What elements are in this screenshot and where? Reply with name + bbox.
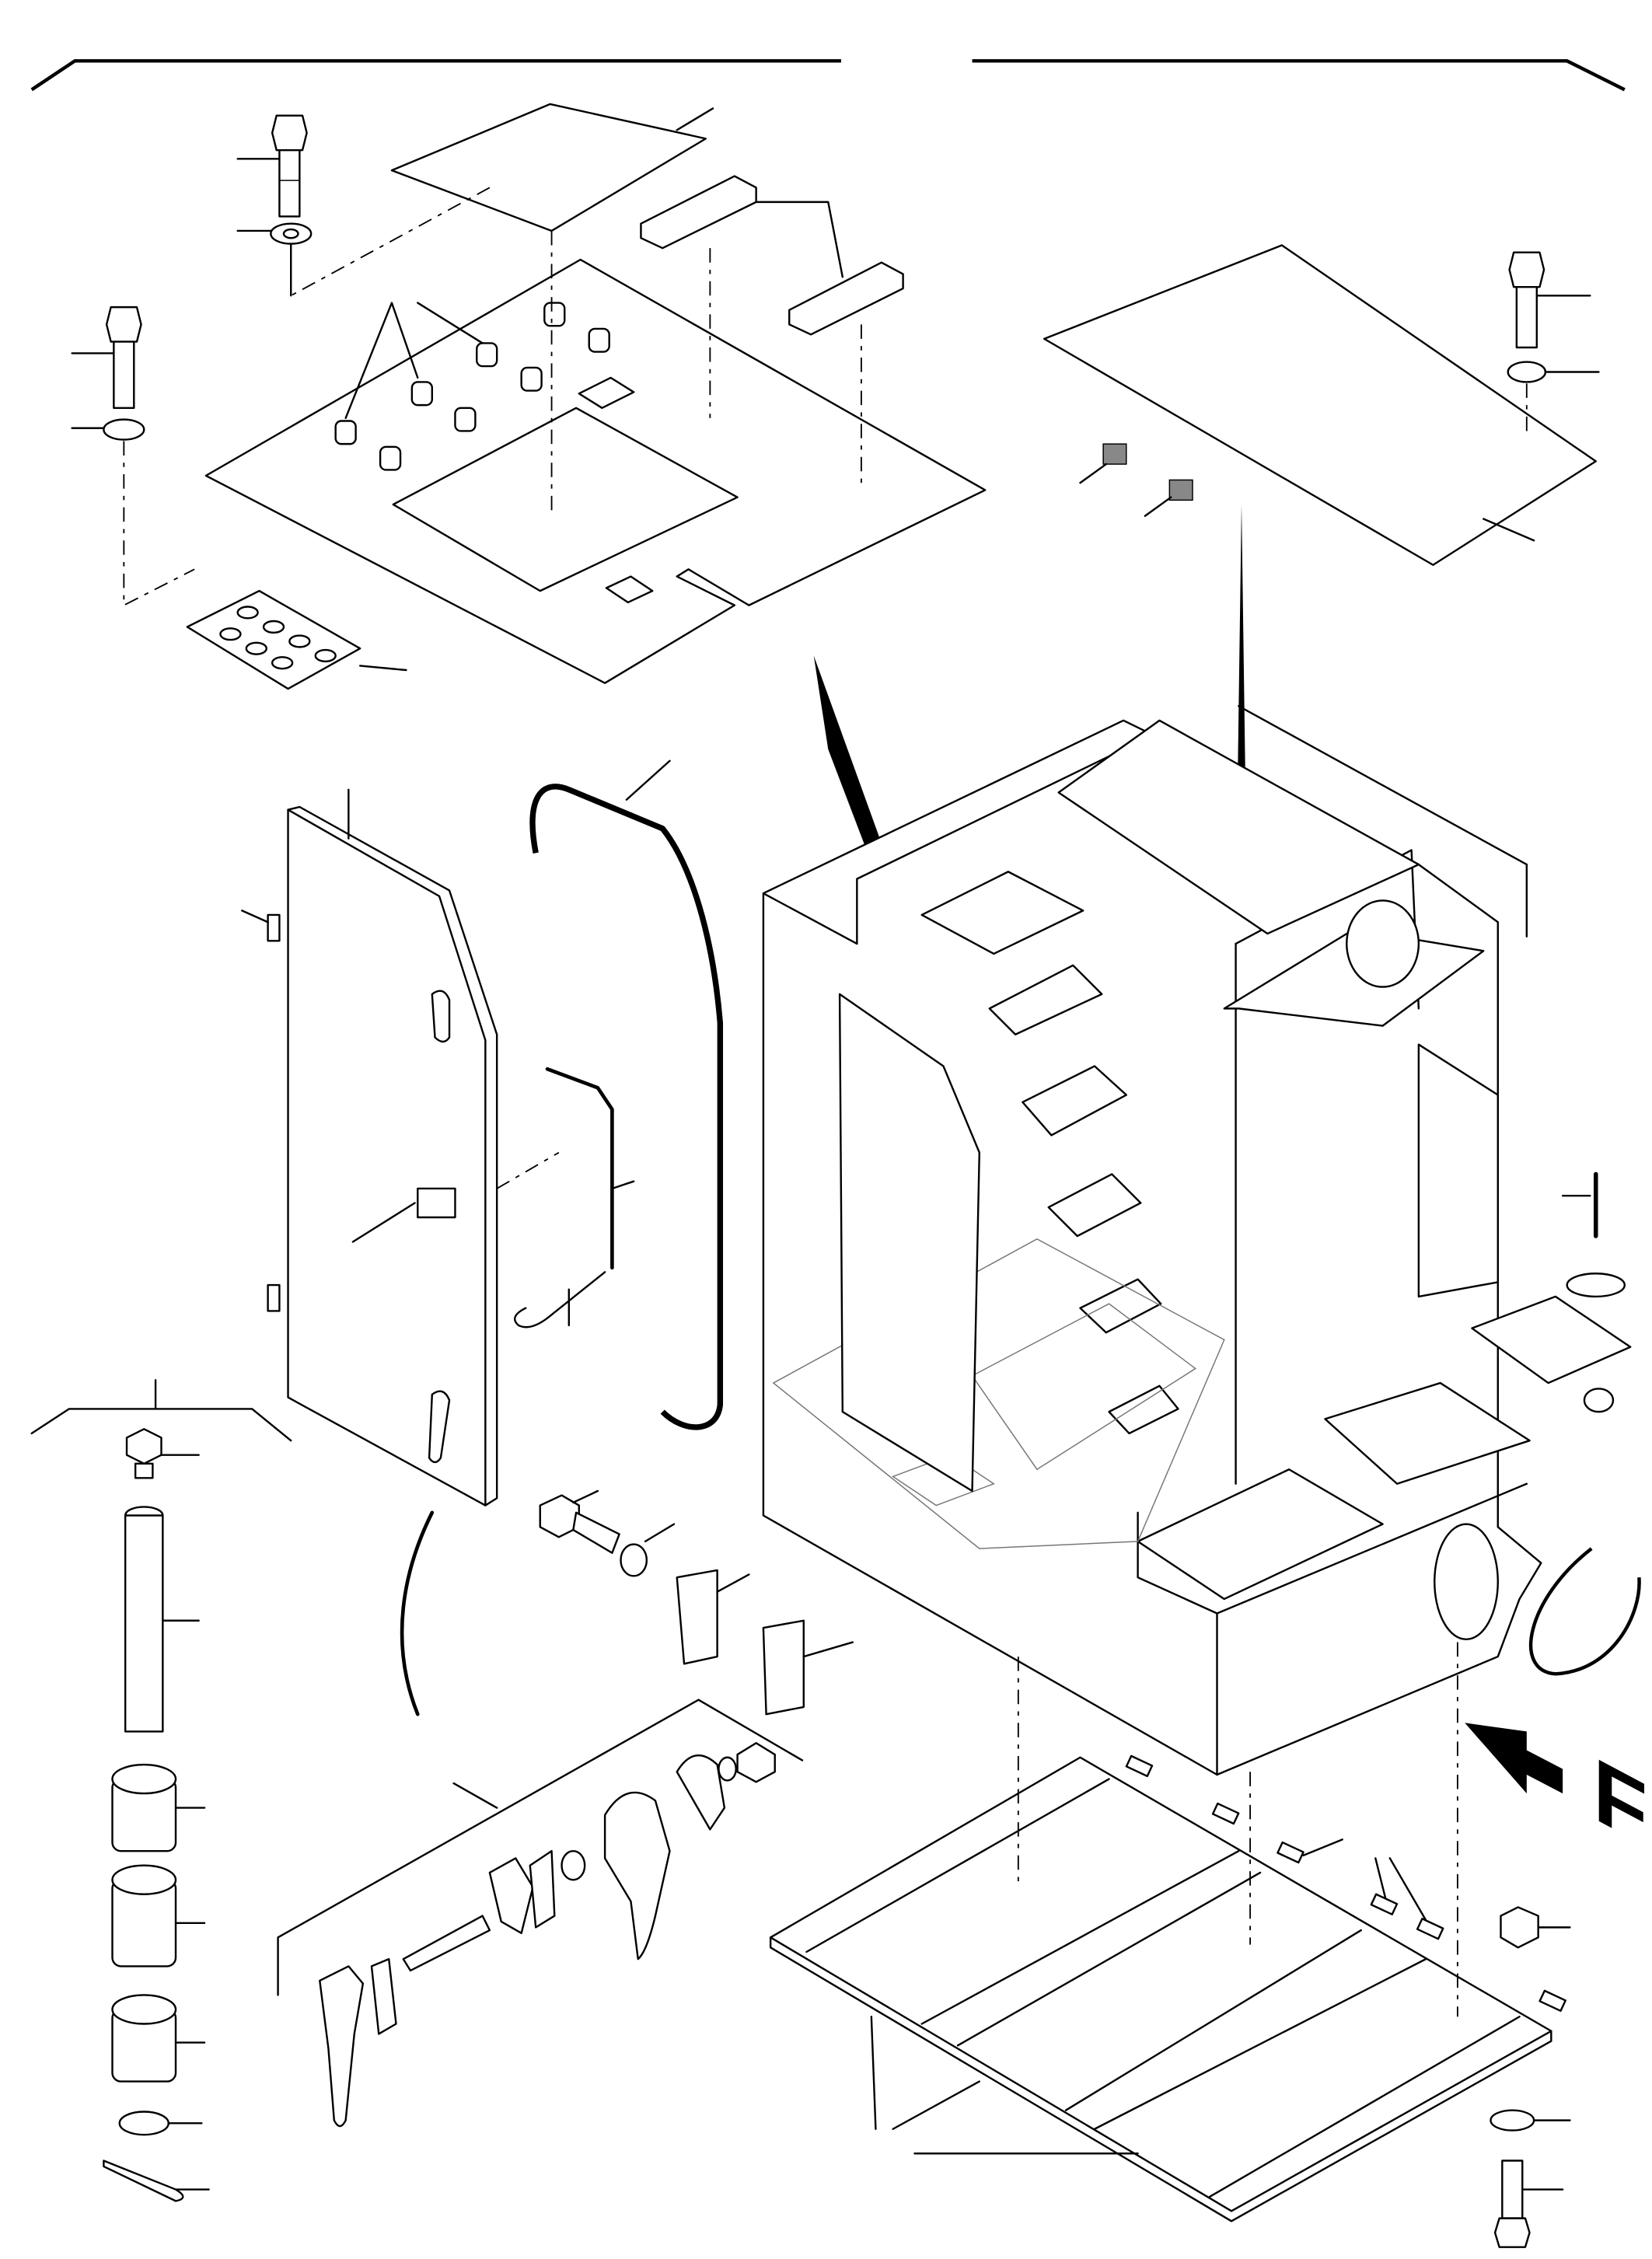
plate-slot — [605, 575, 654, 604]
center-line — [290, 187, 491, 297]
cabinet-door — [838, 993, 981, 1493]
door-rod — [545, 1067, 614, 1270]
leader-line — [676, 107, 714, 131]
leader-line — [716, 1573, 750, 1593]
leader-line — [644, 1523, 676, 1543]
view-label: F — [1593, 1738, 1647, 1867]
leader-line — [755, 201, 844, 278]
leader-line — [572, 1489, 599, 1504]
leader-line — [1483, 518, 1535, 542]
bottom-bolt — [1493, 2159, 1531, 2248]
right-bolt — [1508, 251, 1545, 349]
retaining-clip — [513, 1271, 606, 1329]
right-cover-plate — [1043, 244, 1597, 566]
plate-opening — [392, 407, 739, 592]
rubber-mounts — [334, 302, 610, 471]
hinge-pin — [124, 1506, 164, 1733]
door-gasket — [529, 784, 724, 1430]
door-handle — [428, 1390, 451, 1464]
strike-plate — [676, 1569, 718, 1665]
hinge — [267, 913, 281, 942]
hinge — [267, 1283, 281, 1312]
leader-line — [1374, 1857, 1387, 1900]
group-bracket-top-left — [30, 59, 841, 92]
leader-line — [452, 1782, 498, 1809]
grommet-holes — [219, 606, 337, 670]
top-cover-plate — [390, 103, 707, 232]
leader-line — [1302, 1838, 1343, 1856]
bolt — [105, 306, 142, 410]
spacer-sleeve — [111, 1994, 177, 2083]
leader-line — [625, 759, 671, 801]
hose-loop — [1528, 1547, 1641, 1676]
leader-line — [870, 2016, 877, 2130]
grease-nipple — [125, 1428, 162, 1479]
leader-line — [344, 302, 419, 419]
leader-line — [241, 910, 269, 924]
leader-line — [351, 1202, 416, 1243]
grommet-plate — [186, 589, 361, 690]
tray-fasteners — [1125, 1754, 1566, 2013]
leader-line — [802, 1641, 854, 1658]
cabinet-body — [762, 705, 1542, 1776]
leader-line — [1144, 496, 1172, 517]
rubber-mount — [1583, 1388, 1615, 1413]
nut — [1500, 1906, 1539, 1949]
washer — [103, 418, 145, 441]
washer — [1490, 2109, 1535, 2132]
group-bracket-top-right — [972, 59, 1626, 92]
washer — [270, 222, 313, 245]
door-handle — [431, 990, 451, 1043]
center-line — [123, 441, 195, 607]
door-lock — [417, 1187, 456, 1219]
washer — [118, 2111, 169, 2136]
bolt — [271, 114, 308, 218]
leader-line — [611, 1180, 635, 1190]
spacer-block — [1102, 443, 1127, 465]
assembly-arrow — [1237, 504, 1246, 815]
leader-line — [417, 302, 484, 344]
large-top-plate — [204, 258, 987, 684]
cotter-pin — [103, 2159, 184, 2202]
group-bracket-latch — [277, 1699, 804, 1996]
perforated-step-plate — [1471, 1295, 1632, 1384]
washer — [1566, 1273, 1626, 1298]
cable — [400, 1510, 435, 1716]
rail-bracket — [788, 261, 904, 336]
rail-bracket — [640, 175, 757, 250]
spacer-block — [1168, 479, 1193, 501]
side-door — [267, 805, 498, 1507]
bolt-lateral — [539, 1494, 620, 1554]
leader-line — [892, 2080, 981, 2130]
latch-parts — [319, 1742, 776, 2128]
bottom-tray — [769, 1756, 1552, 2222]
plate-slot — [578, 376, 635, 410]
spacer-sleeve — [111, 1763, 177, 1852]
washer-hole — [282, 228, 299, 239]
washer — [620, 1543, 648, 1577]
view-direction-arrow-icon — [1465, 1723, 1563, 1794]
group-bracket-hinge-pin — [30, 1408, 292, 1442]
washer — [1507, 361, 1547, 383]
leader-line — [1079, 463, 1108, 484]
leader-line — [358, 665, 407, 672]
leader-line — [1388, 1857, 1427, 1922]
spacer-sleeve — [111, 1864, 177, 1967]
latch-plate — [762, 1619, 805, 1716]
center-line — [496, 1151, 560, 1189]
